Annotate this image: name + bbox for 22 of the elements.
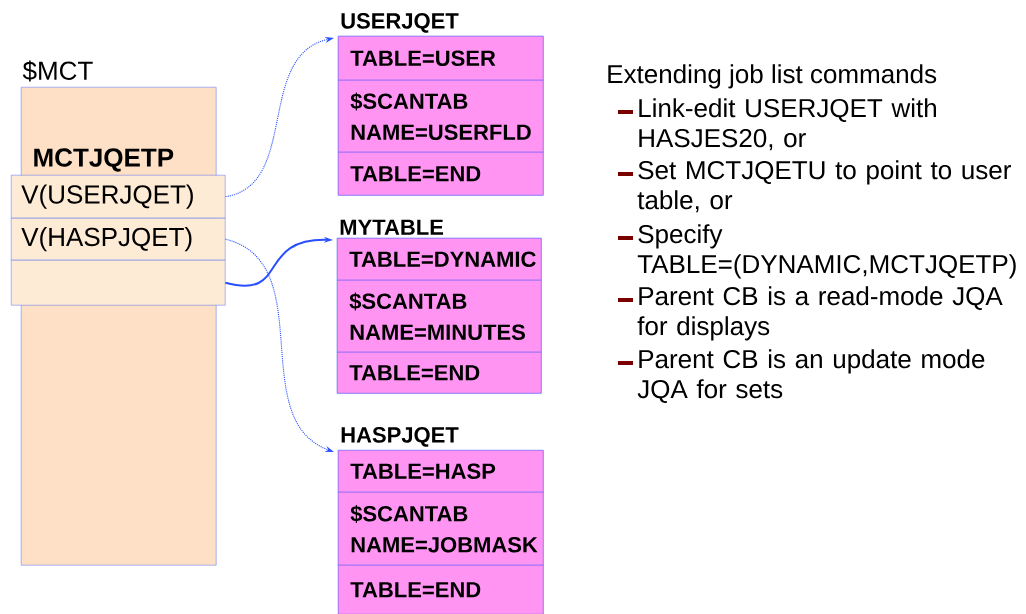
node-label: HASPJQET xyxy=(341,427,459,447)
slot-box xyxy=(11,260,226,306)
table-row: TABLE=END xyxy=(338,152,544,196)
table-row: TABLE=END xyxy=(338,565,544,614)
slot-box: V(HASPJQET) xyxy=(11,218,226,261)
node-label: USERJQET xyxy=(341,13,459,33)
table-row: TABLE=END xyxy=(337,352,542,394)
table-row: TABLE=HASP xyxy=(338,450,544,493)
table-row: $SCANTAB NAME=MINUTES xyxy=(337,280,542,353)
table-row: TABLE=USER xyxy=(338,36,544,81)
table-row: $SCANTAB NAME=JOBMASK xyxy=(338,492,544,566)
list-item: Set MCTJQETU to point to user table, or xyxy=(637,160,1011,213)
list-item: Parent CB is an update mode JQA for sets xyxy=(637,349,985,403)
node-label: $MCT xyxy=(22,60,93,82)
table-row: $SCANTAB NAME=USERFLD xyxy=(338,80,544,153)
heading-text: Extending job list commands xyxy=(608,64,937,89)
list-item: Link-edit USERJQET with HASJES20, or xyxy=(639,98,936,151)
list-item: Specify TABLE=(DYNAMIC,MCTJQETP) xyxy=(637,224,1016,279)
list-item: Parent CB is a read-mode JQA for displays xyxy=(637,286,1003,341)
slot-box: V(USERJQET) xyxy=(11,175,226,219)
table-row: TABLE=DYNAMIC xyxy=(337,238,542,281)
node-label: MYTABLE xyxy=(340,219,444,235)
